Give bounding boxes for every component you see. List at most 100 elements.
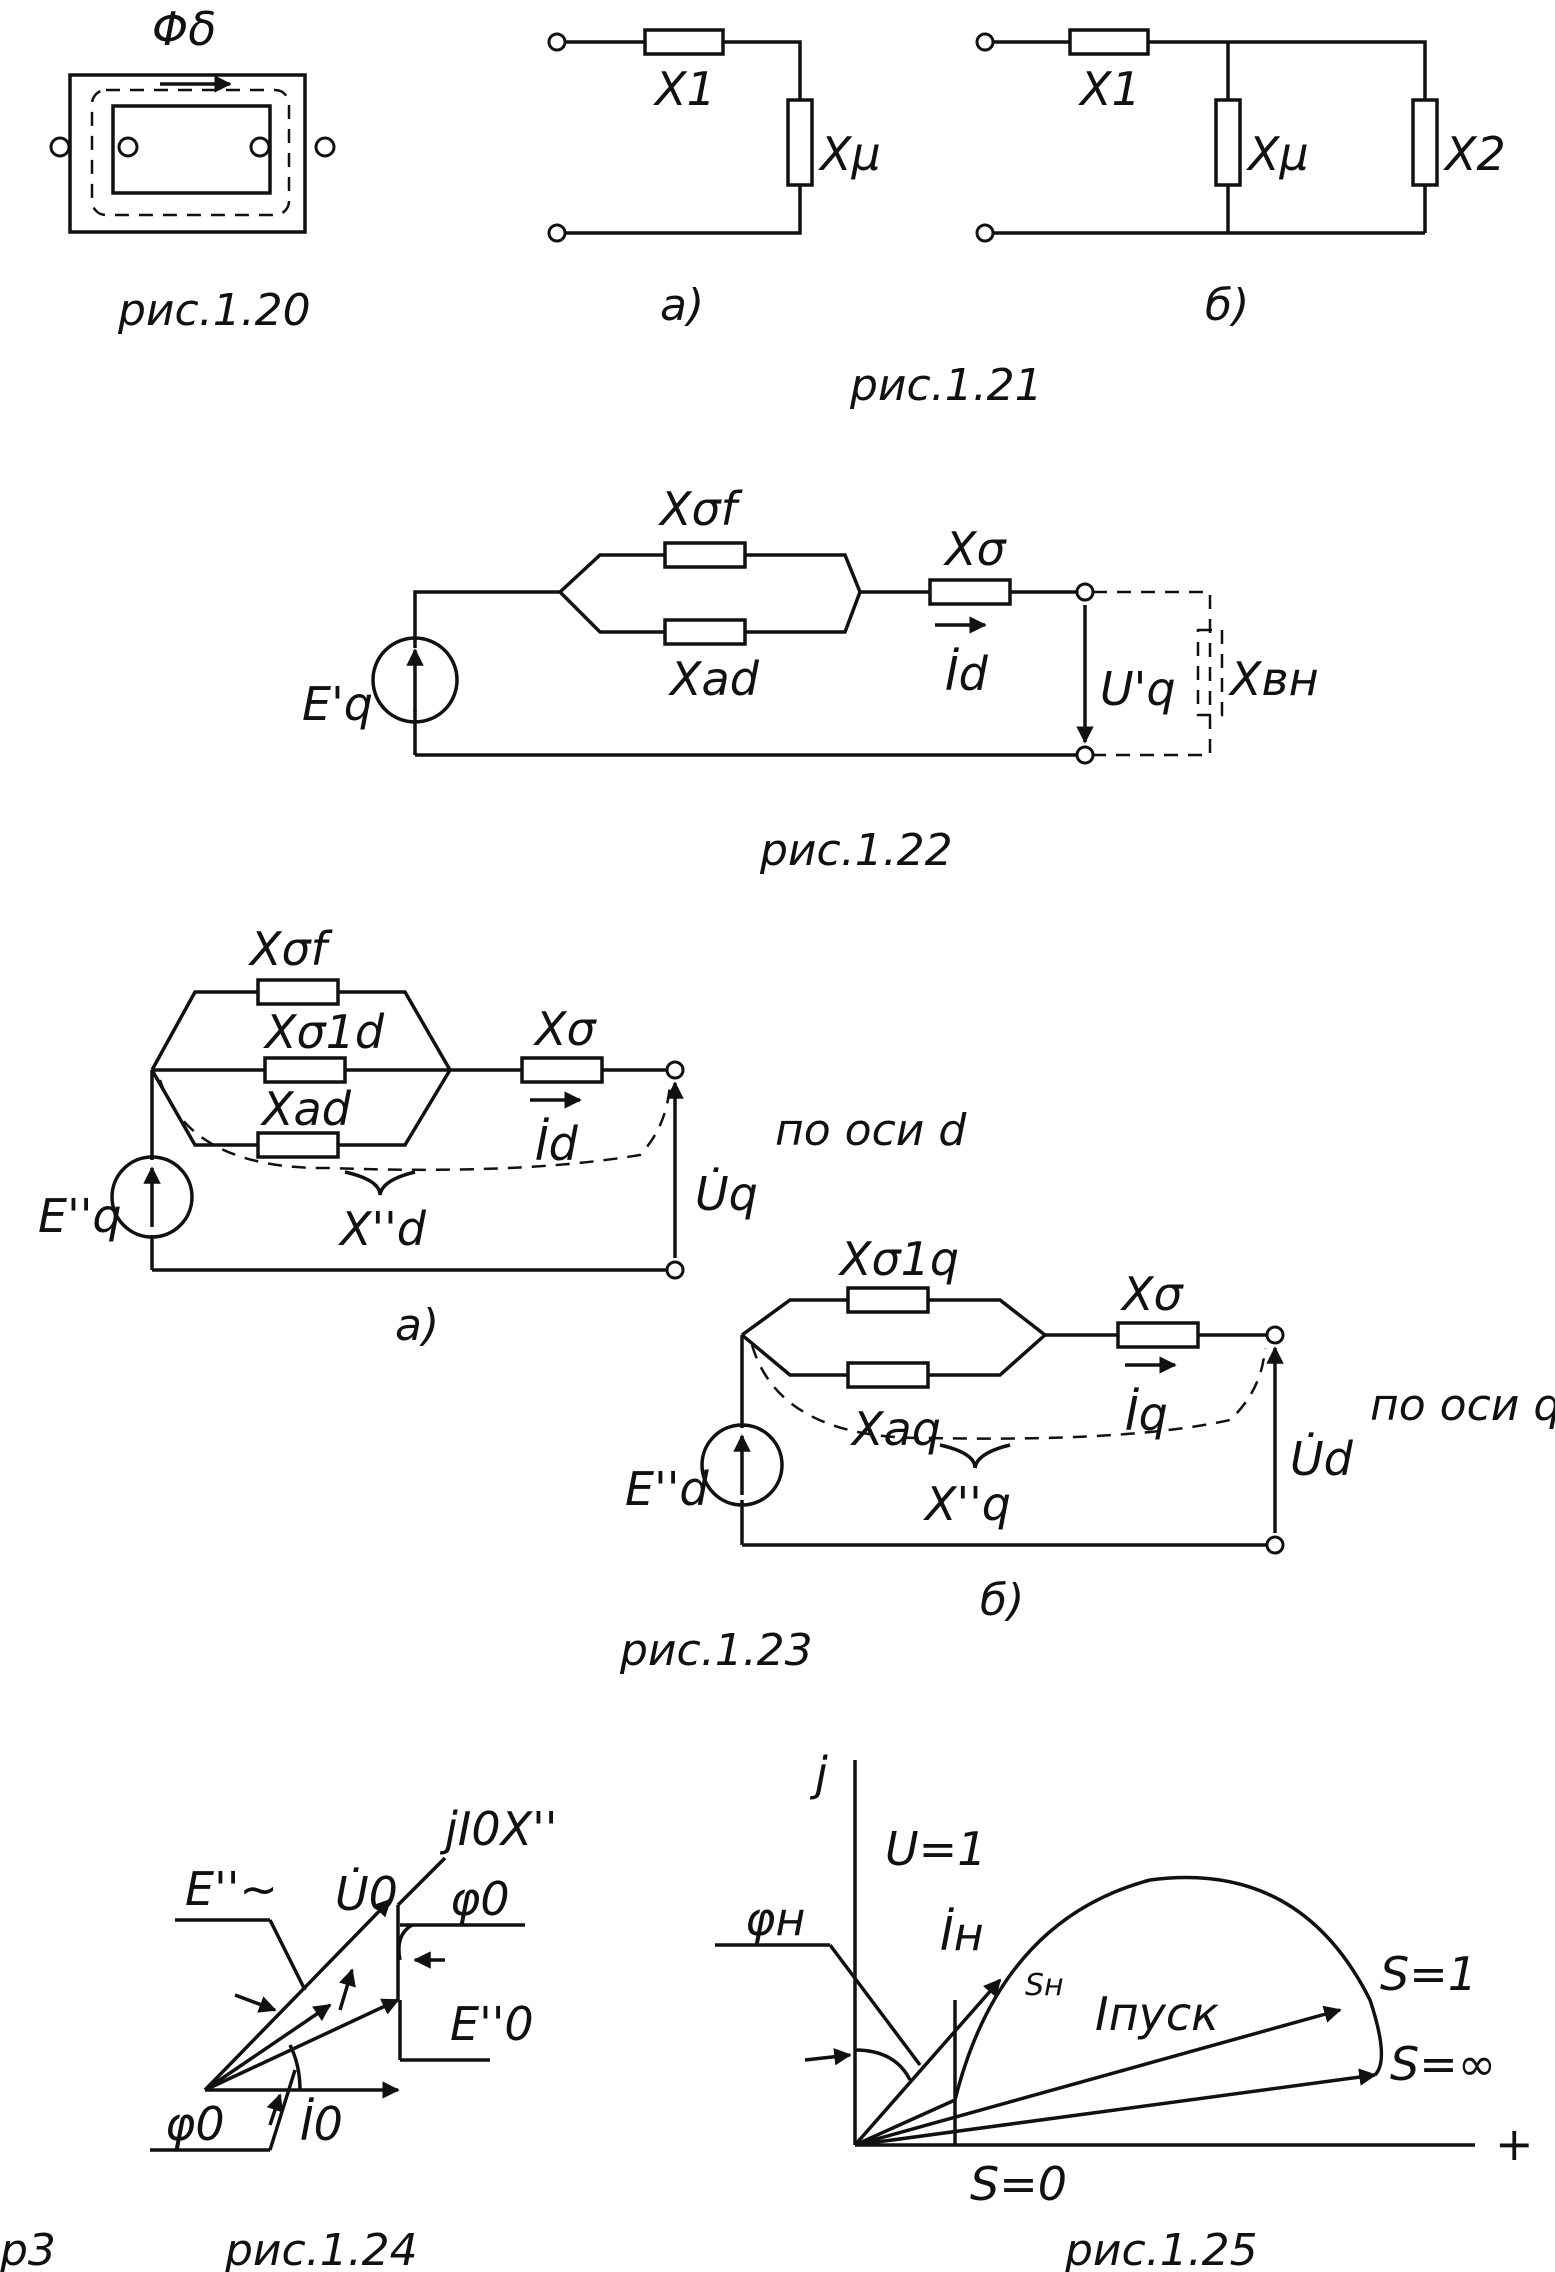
wire-top xyxy=(993,40,1427,100)
terminal-bottom xyxy=(665,1260,685,1280)
label-xqq: X''q xyxy=(923,1477,1011,1531)
caption-1-22: рис.1.22 xyxy=(759,825,953,876)
phi-arc xyxy=(854,2048,912,2081)
resistor-xaq xyxy=(846,1361,930,1389)
fig-1-21-b: X1 Xμ X2 б) xyxy=(975,28,1506,331)
label-eq: E''q xyxy=(38,1189,122,1243)
label-xdd: X''d xyxy=(338,1202,427,1256)
label-xad: Xad xyxy=(260,1082,352,1136)
phi-arc xyxy=(397,1923,413,1961)
label-xs: Xσ xyxy=(533,1002,598,1056)
resistor-xad xyxy=(663,618,747,646)
source-ed xyxy=(700,1423,784,1507)
brace xyxy=(344,1170,416,1196)
vector-s0-line xyxy=(854,2098,956,2147)
label-phi-top: φ0 xyxy=(450,1872,510,1926)
vector-jix-diag xyxy=(396,1856,447,1907)
label-xaq: Xaq xyxy=(850,1402,941,1456)
i0-pointer xyxy=(266,2093,284,2126)
flux-path-dashed xyxy=(90,88,291,217)
label-xad: Xad xyxy=(668,652,760,706)
sublabel-a: а) xyxy=(660,280,704,331)
label-xs: Xσ xyxy=(1120,1267,1185,1321)
caption-1-21: рис.1.21 xyxy=(849,360,1043,411)
wire-left-top xyxy=(413,590,560,648)
terminal-left-inner xyxy=(117,136,139,158)
flux-label: Φδ xyxy=(152,2,216,56)
label-x1: X1 xyxy=(653,62,716,116)
label-plus: + xyxy=(1495,2117,1534,2171)
resistor-x1 xyxy=(643,28,725,56)
circle-diagram xyxy=(953,1875,1384,2101)
label-in: İн xyxy=(940,1907,984,1961)
brace xyxy=(939,1443,1011,1469)
axis-d-label: по оси d xyxy=(775,1105,967,1156)
label-s-inf: S=∞ xyxy=(1390,2037,1496,2091)
vector-s-inf xyxy=(854,2068,1377,2147)
caption-1-23: рис.1.23 xyxy=(619,1625,813,1676)
axis-q-label: по оси q xyxy=(1370,1380,1555,1431)
label-xsf: Xσf xyxy=(658,482,743,536)
vector-in xyxy=(853,1978,1002,2147)
phi-bottom-arc xyxy=(288,2044,302,2091)
sublabel-a: а) xyxy=(395,1300,439,1351)
label-xmu: Xμ xyxy=(1246,127,1309,181)
label-s0: S=0 xyxy=(970,2157,1067,2211)
label-j: j xyxy=(809,1747,828,1801)
caption-1-25: рис.1.25 xyxy=(1064,2225,1258,2272)
terminal-in-top xyxy=(547,32,567,52)
label-jix: jI0X'' xyxy=(439,1802,557,1856)
resistor-xad xyxy=(256,1131,340,1159)
outer-core xyxy=(68,73,307,234)
corner-mark: р3 xyxy=(0,2225,56,2272)
label-phi: φн xyxy=(745,1892,805,1946)
vector-ipusk xyxy=(854,2005,1342,2147)
sublabel-b: б) xyxy=(980,1575,1024,1626)
terminal-right-inner xyxy=(249,136,271,158)
terminal-top xyxy=(1075,582,1095,602)
fig-1-22: Xσf Xad Xσ İd E'q U'q Xвн рис.1.22 xyxy=(302,482,1319,876)
label-x1: X1 xyxy=(1078,62,1141,116)
label-xvn: Xвн xyxy=(1228,652,1319,706)
terminal-bottom xyxy=(1265,1535,1285,1555)
terminal-right-outer xyxy=(314,136,336,158)
resistor-xs1q xyxy=(846,1286,930,1314)
label-e-tilde: E''~ xyxy=(185,1862,278,1916)
fig-1-25: j + U=1 φн İн Sн Iпуск S=1 S=∞ S=0 рис.1… xyxy=(715,1747,1534,2272)
label-xmu: Xμ xyxy=(818,127,881,181)
terminal-in-bottom xyxy=(975,223,995,243)
fig-1-21-a: X1 Xμ а) xyxy=(547,28,881,331)
terminal-left-outer xyxy=(49,136,71,158)
fig-1-24: U̇0 jI0X'' φ0 E''~ E''0 φ0 İ0 рис.1.24 xyxy=(150,1802,557,2272)
label-xsf: Xσf xyxy=(248,922,333,976)
label-sn: Sн xyxy=(1025,1968,1064,2003)
fig-1-23-b: Xσ1q Xaq Xσ İq E''d U̇d X''q по оси q б) xyxy=(625,1232,1555,1626)
e-tilde-leader-diag xyxy=(268,1919,307,1991)
label-i0: İ0 xyxy=(300,2097,343,2151)
resistor-xs1d xyxy=(263,1056,347,1084)
phi-leader-diag xyxy=(828,1943,922,2067)
label-xs: Xσ xyxy=(943,522,1008,576)
phi-pointer xyxy=(804,2048,852,2066)
e-tilde-pointer xyxy=(234,1993,277,2013)
label-x2: X2 xyxy=(1443,127,1506,181)
label-ud: U̇d xyxy=(1290,1432,1354,1486)
resistor-xmu xyxy=(786,98,814,187)
resistor-xvn-dashed xyxy=(1196,628,1224,717)
vector-e0 xyxy=(204,1998,400,2092)
label-s1: S=1 xyxy=(1380,1947,1477,2001)
label-ipusk: Iпуск xyxy=(1095,1987,1219,2041)
label-ed: E''d xyxy=(625,1462,709,1516)
vector-e-tilde xyxy=(204,2003,332,2092)
label-uq: U'q xyxy=(1100,662,1176,716)
external-load-dashed xyxy=(1093,590,1212,757)
label-xs1q: Xσ1q xyxy=(838,1232,959,1286)
resistor-xs xyxy=(1116,1321,1200,1349)
resistor-xs xyxy=(928,578,1012,606)
label-e0: E''0 xyxy=(450,1997,534,2051)
terminal-in-bottom xyxy=(547,223,567,243)
terminal-top xyxy=(665,1060,685,1080)
label-xs1d: Xσ1d xyxy=(263,1005,385,1059)
label-u1: U=1 xyxy=(885,1822,986,1876)
